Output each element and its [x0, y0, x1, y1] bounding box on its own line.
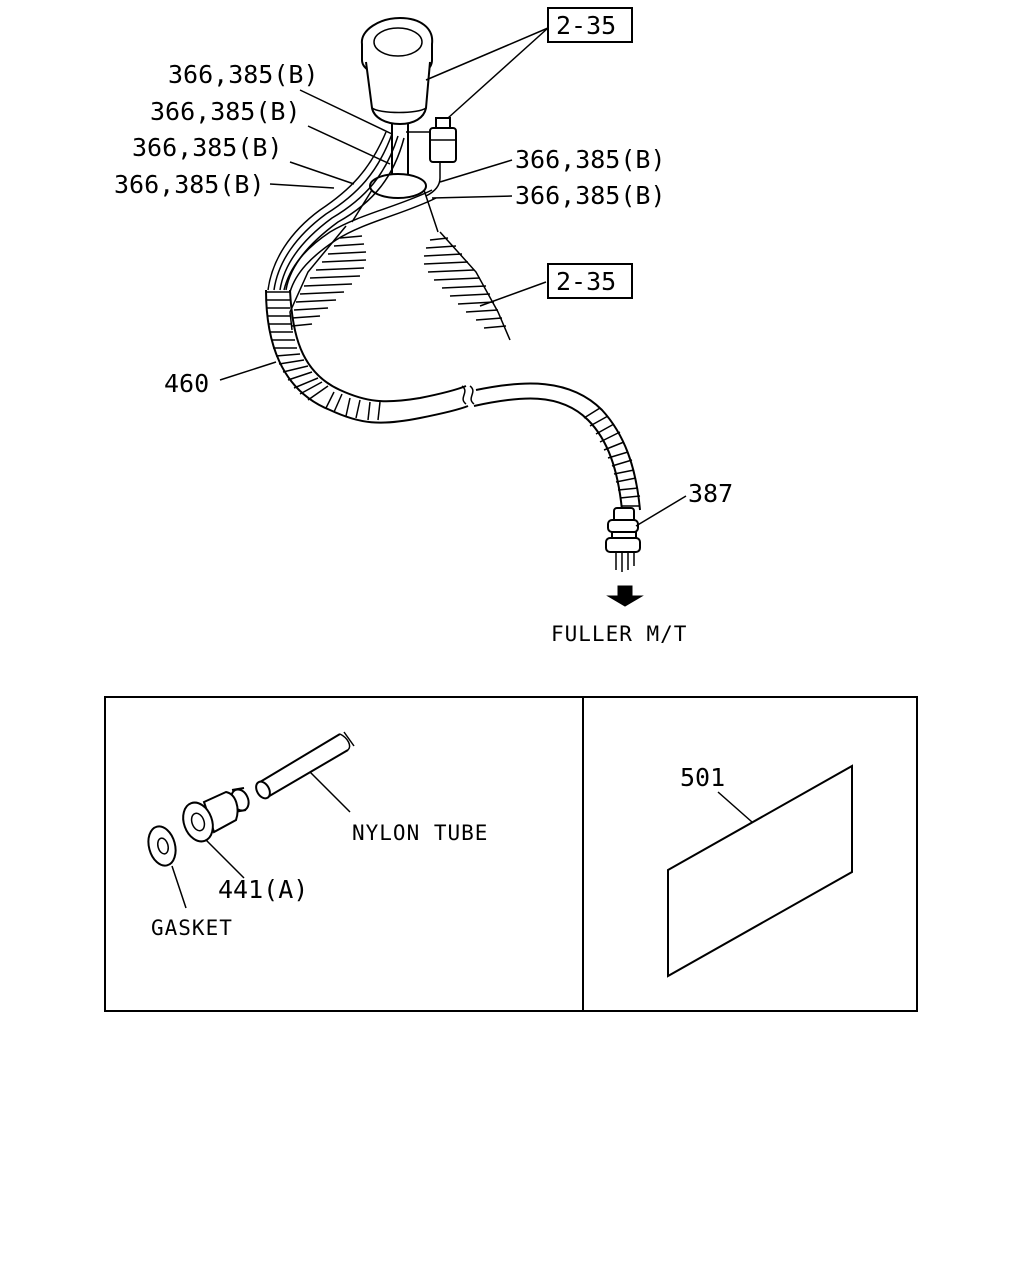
- shift-boot: [289, 225, 511, 341]
- wire-label-3: 366,385(B): [132, 133, 283, 162]
- direction-arrow: [606, 585, 644, 607]
- leader-lines: [219, 27, 687, 527]
- wire-label-4: 366,385(B): [114, 170, 265, 199]
- ref-label-top: 2-35: [556, 11, 616, 40]
- fitting: [182, 787, 250, 843]
- wire-label-6: 366,385(B): [515, 181, 666, 210]
- wire-label-5: 366,385(B): [515, 145, 666, 174]
- neutral-switch: [406, 117, 457, 197]
- label-plate-callout: 501: [680, 763, 725, 792]
- connector: [605, 507, 641, 572]
- nylon-tube-label: NYLON TUBE: [352, 821, 488, 845]
- nylon-tube: [255, 731, 355, 800]
- detail-frame: [104, 696, 918, 1012]
- wire-label-1: 366,385(B): [168, 60, 319, 89]
- gasket: [147, 825, 177, 867]
- harness-tube: [265, 289, 641, 511]
- destination-label: FULLER M/T: [551, 622, 687, 646]
- wire-label-2: 366,385(B): [150, 97, 301, 126]
- detail-leaders: [171, 771, 753, 909]
- label-plate: [667, 764, 853, 978]
- fitting-label: 441(A): [218, 875, 308, 904]
- gasket-label: GASKET: [151, 916, 233, 940]
- shift-knob: [360, 16, 434, 126]
- ref-box-top: [547, 7, 633, 43]
- ref-box-mid: [547, 263, 633, 299]
- connector-label: 387: [688, 479, 733, 508]
- ref-label-mid: 2-35: [556, 267, 616, 296]
- shift-lever: [351, 124, 439, 233]
- harness-label: 460: [164, 369, 209, 398]
- wire-bundle: [267, 131, 437, 293]
